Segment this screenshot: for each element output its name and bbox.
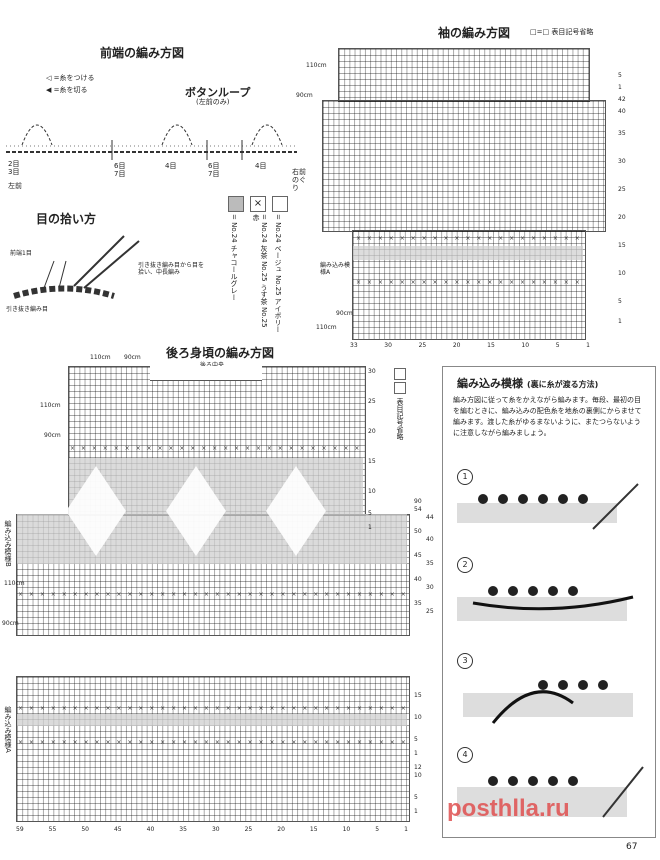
pickup-title: 目の拾い方 (36, 212, 97, 226)
back-top1: 110cm (90, 354, 111, 361)
measure-4: 4目 (255, 162, 267, 170)
color2-label: = No.24 灰茶 No.25 うす茶 No.25 赤 (252, 214, 268, 328)
step-1-illustration (457, 483, 639, 530)
side-left: 左前 (8, 182, 22, 190)
back-side-label: 編み込み模様B (4, 520, 12, 567)
back-legend-box1 (394, 368, 406, 380)
watermark: posthlla.ru (447, 795, 570, 822)
back-center: 後ろ中央 (200, 362, 224, 369)
back-left-90: 90cm (44, 432, 61, 439)
back-legend: 表目記号省略 (396, 398, 404, 440)
pickup-desc: 引き抜き編み目から目を拾い、中長編み (138, 262, 205, 276)
back-side-label2: 編み込み模様A (4, 706, 12, 753)
back-hem-band (17, 714, 407, 726)
button-loop-label: ボタンループ (185, 86, 251, 99)
pickup-bottom: 引き抜き編み目 (6, 306, 49, 313)
panel-body: 編み方図に従って糸をかえながら編みます。毎段、最初の目を編むときに、編み込みの配… (453, 396, 642, 437)
sleeve-left-mid: 90cm (296, 92, 313, 99)
step-4-illustration (457, 766, 644, 818)
sleeve-grid-mid (322, 100, 606, 232)
front-chart (6, 124, 297, 160)
sleeve-right-numbers: 5 1 42 40 35 30 25 20 15 10 5 1 (618, 72, 626, 325)
button-loop-note: (左前のみ) (196, 98, 230, 106)
back-motif-diamonds (66, 466, 326, 556)
step-2-illustration (457, 586, 634, 621)
sleeve-bottom-left: 110cm (316, 324, 337, 331)
back-grid-hem (16, 676, 410, 822)
back-left-110: 110cm (40, 402, 61, 409)
back-left-90b: 90cm (2, 620, 19, 627)
step-3-illustration (463, 680, 633, 724)
back-title: 後ろ身頃の編み方図 (166, 346, 275, 360)
legend-cut: ◀ =糸を切る (46, 86, 88, 94)
sleeve-top-left: 110cm (306, 62, 327, 69)
step-3: 3 (457, 653, 473, 669)
step-4: 4 (457, 747, 473, 763)
measure-2: 4目 (165, 162, 177, 170)
sleeve-band (353, 246, 583, 260)
panel-title: 編み込み模様(裏に糸が渡る方法) (457, 377, 599, 390)
legend-attach: ◁ =糸をつける (46, 74, 95, 82)
back-top2: 90cm (124, 354, 141, 361)
back-left-110b: 110cm (4, 580, 25, 587)
intarsia-panel: 編み込み模様(裏に糸が渡る方法) 編み方図に従って糸をかえながら編みます。毎段、… (442, 366, 656, 838)
back-x-row-hem2: × × × × × × × × × × × × × × × × × × × × … (18, 740, 406, 746)
sleeve-x-row2: × × × × × × × × × × × × × × × × × × × × … (356, 280, 582, 286)
step-2: 2 (457, 557, 473, 573)
sleeve-pattern-label: 編み込み模様A (320, 262, 351, 276)
sleeve-x-row1: × × × × × × × × × × × × × × × × × × × × … (356, 236, 582, 242)
front-title: 前端の編み方図 (100, 46, 185, 60)
back-neck-cut (150, 366, 262, 381)
color-legend: × = No.24 チャコールグレー = No.24 灰茶 No.25 うす茶 … (228, 196, 303, 336)
back-x-row-mid: × × × × × × × × × × × × × × × × × × × × … (18, 592, 406, 598)
page-number: 67 (626, 842, 638, 852)
pickup-illustration (13, 235, 140, 299)
sleeve-legend: □=□ 表目記号省略 (530, 28, 594, 36)
sleeve-lower-left: 90cm (336, 310, 353, 317)
color3-label: = No.24 ベージュ No.25 アイボリー (274, 214, 282, 333)
back-legend-box2 (394, 382, 406, 394)
color1-label: = No.24 チャコールグレー (230, 214, 238, 301)
sleeve-grid-top (338, 48, 590, 102)
pickup-front1: 前端1目 (10, 250, 32, 257)
side-right: 右前のぐり (292, 168, 306, 192)
back-x-row-top: × × × × × × × × × × × × × × × × × × × × … (70, 446, 362, 452)
sleeve-title: 袖の編み方図 (438, 26, 511, 40)
step-1: 1 (457, 469, 473, 485)
back-x-row-hem1: × × × × × × × × × × × × × × × × × × × × … (18, 706, 406, 712)
